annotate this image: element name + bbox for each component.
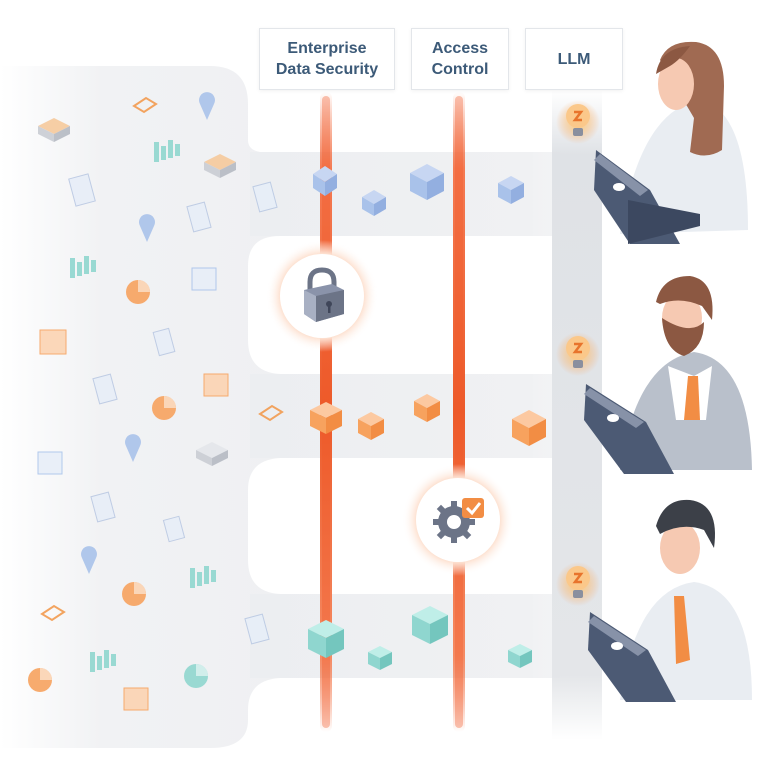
teal-data-cubes	[308, 606, 532, 670]
gear-check-icon	[433, 498, 484, 543]
header-llm: LLM	[525, 28, 623, 90]
young-man-user	[556, 499, 752, 702]
woman-user	[556, 41, 748, 244]
lightbulb-icon	[566, 104, 590, 136]
envelope-icon	[258, 404, 284, 422]
header-llm-label: LLM	[557, 50, 591, 68]
orange-data-cubes	[310, 394, 546, 446]
bearded-man-user	[556, 276, 752, 474]
header-access-line2: Control	[431, 61, 489, 78]
header-access-control: Access Control	[411, 28, 509, 90]
header-enterprise-data-security: Enterprise Data Security	[259, 28, 395, 90]
bar-chart-icon	[70, 140, 216, 672]
document-icon	[68, 173, 278, 645]
flow-band-top	[250, 152, 580, 236]
header-enterprise-line2: Data Security	[275, 61, 379, 78]
data-icons	[28, 92, 284, 711]
padlock-icon	[304, 267, 344, 322]
blue-data-cubes	[313, 164, 524, 216]
pin-icon	[139, 214, 155, 242]
pin-icon	[198, 92, 215, 120]
envelope-icon	[40, 604, 66, 622]
server-icon	[38, 118, 70, 142]
header-access-line1: Access	[431, 40, 489, 57]
pie-chart-icon	[28, 280, 208, 692]
access-node	[402, 464, 514, 576]
lock-node	[266, 240, 378, 352]
lightbulb-icon	[566, 566, 590, 598]
chart-frame-icon	[37, 267, 229, 711]
pin-icon	[125, 434, 141, 462]
server-icon	[196, 442, 228, 466]
header-enterprise-line1: Enterprise	[287, 40, 367, 57]
server-icon	[204, 154, 236, 178]
pin-icon	[81, 546, 97, 574]
lightbulb-icon	[566, 336, 590, 368]
envelope-icon	[132, 96, 158, 114]
